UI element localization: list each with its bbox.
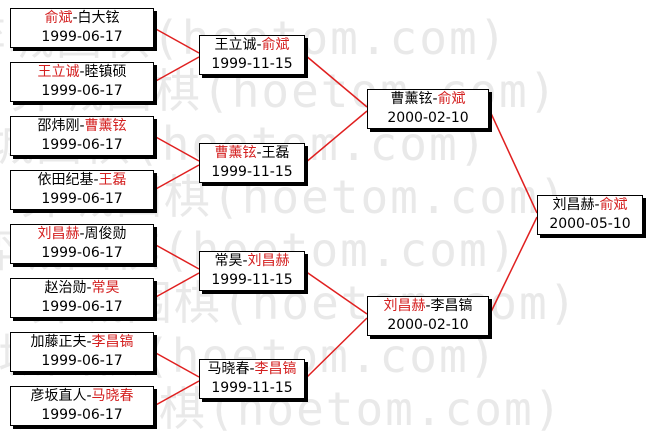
player-2: 俞斌 [599, 197, 628, 213]
match-date: 1999-11-15 [211, 272, 293, 288]
match-box-r2-4: 马晓春-李昌镐 1999-11-15 [199, 359, 305, 399]
bracket-line [304, 54, 368, 108]
match-box-r2-1: 王立诚-俞斌 1999-11-15 [199, 35, 305, 75]
player-1: 赵治勋 [44, 280, 87, 296]
match-date: 1999-06-17 [41, 29, 123, 45]
match-players: 刘昌赫-周俊勋 [37, 226, 127, 242]
player-2: 李昌镐 [430, 298, 473, 314]
match-players: 刘昌赫-李昌镐 [383, 298, 473, 314]
player-1: 邵炜刚 [37, 118, 80, 134]
match-date: 2000-02-10 [387, 110, 469, 126]
player-1: 王立诚 [214, 37, 257, 53]
match-players: 曹薰铉-王磊 [214, 145, 290, 161]
match-date: 1999-11-15 [211, 380, 293, 396]
player-1: 马晓春 [207, 361, 250, 377]
match-date: 1999-06-17 [41, 353, 123, 369]
bracket-line [153, 243, 200, 270]
match-date: 1999-06-17 [41, 245, 123, 261]
match-date: 1999-11-15 [211, 164, 293, 180]
player-1: 曹薰铉 [214, 145, 257, 161]
match-players: 依田纪基-王磊 [37, 172, 127, 188]
player-1: 常昊 [214, 253, 243, 269]
bracket-lines [153, 27, 538, 407]
player-1: 俞斌 [44, 10, 73, 26]
player-2: 王磊 [261, 145, 290, 161]
match-date: 2000-02-10 [387, 317, 469, 333]
bracket-line [304, 110, 368, 164]
match-box-r1-1: 俞斌-白大铉 1999-06-17 [10, 8, 154, 48]
player-2: 刘昌赫 [247, 253, 290, 269]
match-players: 加藤正夫-李昌镐 [30, 334, 134, 350]
bracket-line [488, 108, 538, 214]
bracket-line [153, 380, 200, 407]
match-date: 1999-06-17 [41, 137, 123, 153]
player-2: 周俊勋 [84, 226, 127, 242]
match-players: 俞斌-白大铉 [44, 10, 120, 26]
bracket-line [304, 317, 368, 380]
match-box-r1-3: 邵炜刚-曹薰铉 1999-06-17 [10, 116, 154, 156]
player-2: 常昊 [91, 280, 120, 296]
match-date: 1999-11-15 [211, 56, 293, 72]
match-date: 1999-06-17 [41, 299, 123, 315]
bracket-line [153, 56, 200, 83]
match-box-r1-2: 王立诚-睦镇硕 1999-06-17 [10, 62, 154, 102]
player-1: 加藤正夫 [30, 334, 87, 350]
match-box-r1-7: 加藤正夫-李昌镐 1999-06-17 [10, 332, 154, 372]
match-box-r1-6: 赵治勋-常昊 1999-06-17 [10, 278, 154, 318]
match-date: 2000-05-10 [549, 216, 631, 232]
player-1: 依田纪基 [37, 172, 94, 188]
bracket-line [153, 135, 200, 162]
player-1: 刘昌赫 [383, 298, 426, 314]
player-2: 曹薰铉 [84, 118, 127, 134]
player-1: 王立诚 [37, 64, 80, 80]
match-box-r1-8: 彦坂直人-马晓春 1999-06-17 [10, 386, 154, 426]
match-box-r3-1: 曹薰铉-俞斌 2000-02-10 [367, 89, 489, 129]
player-2: 俞斌 [261, 37, 290, 53]
player-2: 俞斌 [437, 91, 466, 107]
match-box-r1-5: 刘昌赫-周俊勋 1999-06-17 [10, 224, 154, 264]
bracket-line [488, 216, 538, 317]
match-players: 马晓春-李昌镐 [207, 361, 297, 377]
player-2: 白大铉 [77, 10, 120, 26]
player-1: 刘昌赫 [552, 197, 595, 213]
bracket-line [153, 27, 200, 54]
bracket-line [304, 270, 368, 315]
match-players: 刘昌赫-俞斌 [552, 197, 628, 213]
match-box-r1-4: 依田纪基-王磊 1999-06-17 [10, 170, 154, 210]
match-date: 1999-06-17 [41, 191, 123, 207]
bracket-line [153, 351, 200, 378]
bracket-line [153, 272, 200, 299]
match-players: 王立诚-俞斌 [214, 37, 290, 53]
match-players: 赵治勋-常昊 [44, 280, 120, 296]
bracket-line [153, 164, 200, 191]
player-1: 刘昌赫 [37, 226, 80, 242]
match-box-r2-2: 曹薰铉-王磊 1999-11-15 [199, 143, 305, 183]
match-players: 常昊-刘昌赫 [214, 253, 290, 269]
match-date: 1999-06-17 [41, 407, 123, 423]
match-date: 1999-06-17 [41, 83, 123, 99]
player-2: 李昌镐 [91, 334, 134, 350]
match-box-final: 刘昌赫-俞斌 2000-05-10 [537, 195, 643, 235]
match-players: 邵炜刚-曹薰铉 [37, 118, 127, 134]
player-2: 马晓春 [91, 388, 134, 404]
player-1: 彦坂直人 [30, 388, 87, 404]
player-2: 睦镇硕 [84, 64, 127, 80]
match-players: 王立诚-睦镇硕 [37, 64, 127, 80]
player-1: 曹薰铉 [390, 91, 433, 107]
player-2: 李昌镐 [254, 361, 297, 377]
match-players: 曹薰铉-俞斌 [390, 91, 466, 107]
match-players: 彦坂直人-马晓春 [30, 388, 134, 404]
player-2: 王磊 [98, 172, 127, 188]
match-box-r2-3: 常昊-刘昌赫 1999-11-15 [199, 251, 305, 291]
match-box-r3-2: 刘昌赫-李昌镐 2000-02-10 [367, 296, 489, 336]
